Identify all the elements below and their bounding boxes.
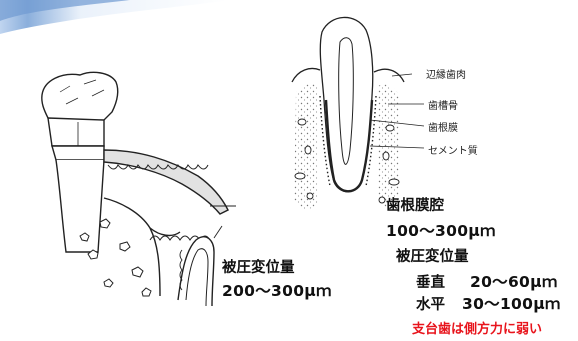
tooth-cross-section	[291, 16, 425, 209]
mucosa-displacement-title: 被圧変位量	[222, 260, 295, 276]
mucosa-displacement-value: 200～300μｍ	[222, 282, 332, 300]
pdl-space-value: 100～300μｍ	[386, 222, 496, 240]
vertical-label: 垂直	[416, 275, 445, 291]
pdl-displacement-title: 被圧変位量	[396, 249, 469, 265]
label-cementum: セメント質	[428, 146, 478, 157]
label-alveolar-bone: 歯槽骨	[428, 101, 458, 112]
horizontal-label: 水平	[416, 297, 445, 313]
label-periodontal-ligament: 歯根膜	[428, 123, 458, 134]
vertical-value: 20～60μｍ	[470, 273, 558, 291]
abutment-denture-illustration	[41, 71, 236, 307]
pdl-space-title: 歯根膜腔	[386, 198, 444, 214]
label-marginal-gingiva: 辺縁歯肉	[426, 70, 466, 81]
horizontal-value: 30～100μｍ	[462, 295, 561, 313]
lateral-force-warning: 支台歯は側方力に弱い	[412, 322, 543, 337]
header-ribbon	[0, 0, 230, 34]
